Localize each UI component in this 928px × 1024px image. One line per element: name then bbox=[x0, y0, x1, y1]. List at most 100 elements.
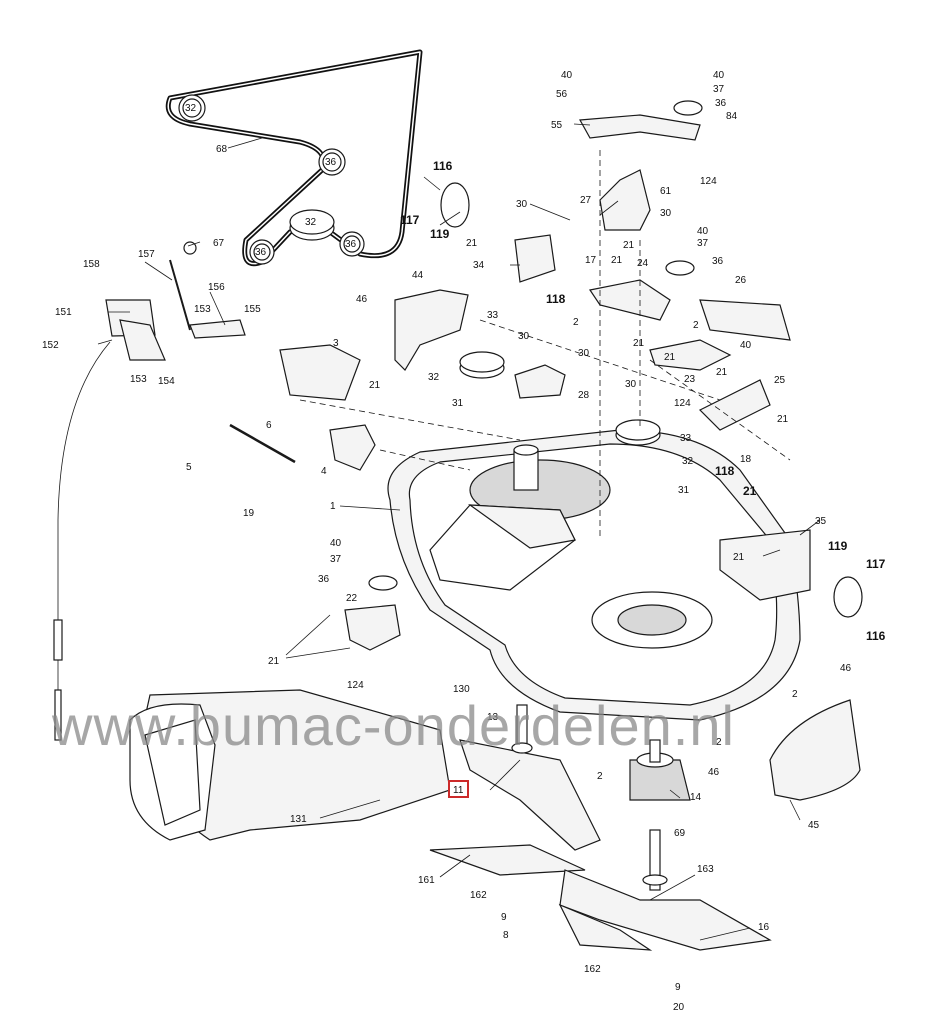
callout-40: 40 bbox=[561, 70, 573, 81]
callout-23: 23 bbox=[684, 374, 696, 385]
callout-36: 36 bbox=[325, 157, 337, 168]
callout-19: 19 bbox=[243, 508, 255, 519]
callout-67: 67 bbox=[213, 238, 225, 249]
callout-36: 36 bbox=[712, 256, 724, 267]
callout-18: 18 bbox=[740, 454, 752, 465]
callout-30: 30 bbox=[516, 199, 528, 210]
callout-32: 32 bbox=[305, 217, 317, 228]
callout-152: 152 bbox=[42, 340, 59, 351]
callout-2: 2 bbox=[716, 737, 722, 748]
callout-119: 119 bbox=[430, 227, 450, 241]
callout-2: 2 bbox=[597, 771, 603, 782]
callout-55: 55 bbox=[551, 120, 563, 131]
callout-68: 68 bbox=[216, 144, 228, 155]
callout-44: 44 bbox=[412, 270, 424, 281]
callout-84: 84 bbox=[726, 111, 738, 122]
callout-37: 37 bbox=[697, 238, 709, 249]
callout-117: 117 bbox=[400, 213, 420, 227]
deflector-45 bbox=[769, 699, 861, 801]
callout-130: 130 bbox=[453, 684, 470, 695]
callout-22: 22 bbox=[346, 593, 358, 604]
callout-17: 17 bbox=[585, 255, 597, 266]
callout-16: 16 bbox=[758, 922, 770, 933]
callout-21: 21 bbox=[369, 380, 381, 391]
callout-46: 46 bbox=[356, 294, 368, 305]
callout-35: 35 bbox=[815, 516, 827, 527]
callout-32: 32 bbox=[428, 372, 440, 383]
watermark-text: www.bumac-onderdelen.nl bbox=[51, 694, 735, 757]
callout-124: 124 bbox=[674, 398, 691, 409]
callout-21: 21 bbox=[611, 255, 623, 266]
callout-40: 40 bbox=[330, 538, 342, 549]
callout-162: 162 bbox=[470, 890, 487, 901]
idler-brackets bbox=[229, 100, 863, 651]
callout-30: 30 bbox=[518, 331, 530, 342]
callout-124: 124 bbox=[700, 176, 717, 187]
deck-housing bbox=[387, 429, 801, 721]
callout-5: 5 bbox=[186, 462, 192, 473]
callout-46: 46 bbox=[840, 663, 852, 674]
callout-118: 118 bbox=[715, 464, 735, 478]
callout-151: 151 bbox=[55, 307, 72, 318]
callout-32: 32 bbox=[185, 103, 197, 114]
callout-9: 9 bbox=[501, 912, 507, 923]
callout-116: 116 bbox=[433, 159, 453, 173]
callout-36: 36 bbox=[345, 239, 357, 250]
callout-156: 156 bbox=[208, 282, 225, 293]
callout-21: 21 bbox=[466, 238, 478, 249]
callout-69: 69 bbox=[674, 828, 686, 839]
callout-30: 30 bbox=[660, 208, 672, 219]
callout-28: 28 bbox=[578, 390, 590, 401]
callout-45: 45 bbox=[808, 820, 820, 831]
callout-33: 33 bbox=[487, 310, 499, 321]
callout-25: 25 bbox=[774, 375, 786, 386]
callout-32: 32 bbox=[682, 456, 694, 467]
callout-40: 40 bbox=[713, 70, 725, 81]
highlight-box bbox=[448, 780, 469, 798]
callout-40: 40 bbox=[697, 226, 709, 237]
callout-33: 33 bbox=[680, 433, 692, 444]
callout-124: 124 bbox=[347, 680, 364, 691]
callout-117: 117 bbox=[866, 557, 886, 571]
callout-37: 37 bbox=[713, 84, 725, 95]
callout-21: 21 bbox=[268, 656, 280, 667]
drive-belt-assembly bbox=[165, 49, 423, 267]
callout-116: 116 bbox=[866, 629, 886, 643]
callout-21: 21 bbox=[733, 552, 745, 563]
callout-155: 155 bbox=[244, 304, 261, 315]
callout-131: 131 bbox=[290, 814, 307, 825]
lift-cable-152 bbox=[53, 341, 111, 741]
callout-37: 37 bbox=[330, 554, 342, 565]
callout-2: 2 bbox=[573, 317, 579, 328]
callout-21: 21 bbox=[743, 484, 757, 498]
callout-162: 162 bbox=[584, 964, 601, 975]
callout-61: 61 bbox=[660, 186, 672, 197]
callout-26: 26 bbox=[735, 275, 747, 286]
callout-36: 36 bbox=[255, 247, 267, 258]
callout-56: 56 bbox=[556, 89, 568, 100]
callout-21: 21 bbox=[623, 240, 635, 251]
callout-3: 3 bbox=[333, 338, 339, 349]
callout-31: 31 bbox=[678, 485, 690, 496]
callout-119: 119 bbox=[828, 539, 848, 553]
callout-154: 154 bbox=[158, 376, 175, 387]
callout-20: 20 bbox=[673, 1002, 685, 1013]
callout-24: 24 bbox=[637, 258, 649, 269]
callout-labels: 32 68 36 32 36 36 116 117 119 40 56 40 3… bbox=[42, 70, 886, 1013]
spindle-and-blades bbox=[429, 704, 772, 951]
callout-21: 21 bbox=[633, 338, 645, 349]
callout-13: 13 bbox=[487, 712, 499, 723]
callout-158: 158 bbox=[83, 259, 100, 270]
callout-153: 153 bbox=[194, 304, 211, 315]
callout-161: 161 bbox=[418, 875, 435, 886]
callout-31: 31 bbox=[452, 398, 464, 409]
callout-1: 1 bbox=[330, 501, 336, 512]
callout-118: 118 bbox=[546, 292, 566, 306]
leader-lines bbox=[97, 123, 821, 941]
callout-21: 21 bbox=[777, 414, 789, 425]
callout-34: 34 bbox=[473, 260, 485, 271]
callout-14: 14 bbox=[690, 792, 702, 803]
callout-46: 46 bbox=[708, 767, 720, 778]
callout-11-highlighted: 11 bbox=[453, 785, 464, 796]
